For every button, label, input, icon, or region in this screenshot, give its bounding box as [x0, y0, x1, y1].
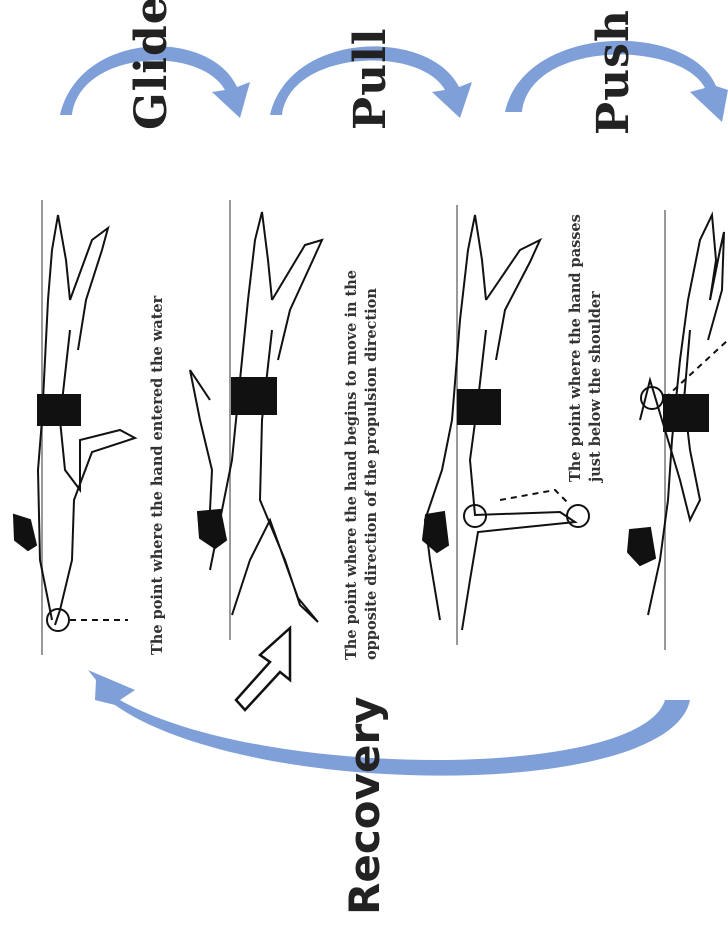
phase-label-push: Push [588, 9, 639, 135]
swimmer-glide [14, 215, 135, 631]
swimmer-push [423, 215, 589, 630]
phase-label-glide: Glide [126, 0, 177, 130]
annotation-push-point: The point where the hand passes just bel… [566, 214, 606, 482]
annotation-pull-line2: opposite direction of the propulsion dir… [362, 270, 382, 660]
hollow-arrow [236, 628, 290, 710]
annotation-push-line1: The point where the hand passes [566, 214, 586, 482]
phase-label-pull: Pull [345, 27, 396, 130]
annotation-pull-point: The point where the hand begins to move … [342, 270, 382, 660]
annotation-push-line2: just below the shoulder [586, 214, 606, 482]
swimmer-recovery [628, 215, 728, 615]
recovery-arrow [88, 670, 690, 776]
phase-label-recovery: Recovery [340, 696, 389, 915]
swimmer-pull [190, 212, 322, 622]
annotation-glide-point: The point where the hand entered the wat… [148, 296, 168, 655]
annotation-pull-line1: The point where the hand begins to move … [342, 270, 362, 660]
